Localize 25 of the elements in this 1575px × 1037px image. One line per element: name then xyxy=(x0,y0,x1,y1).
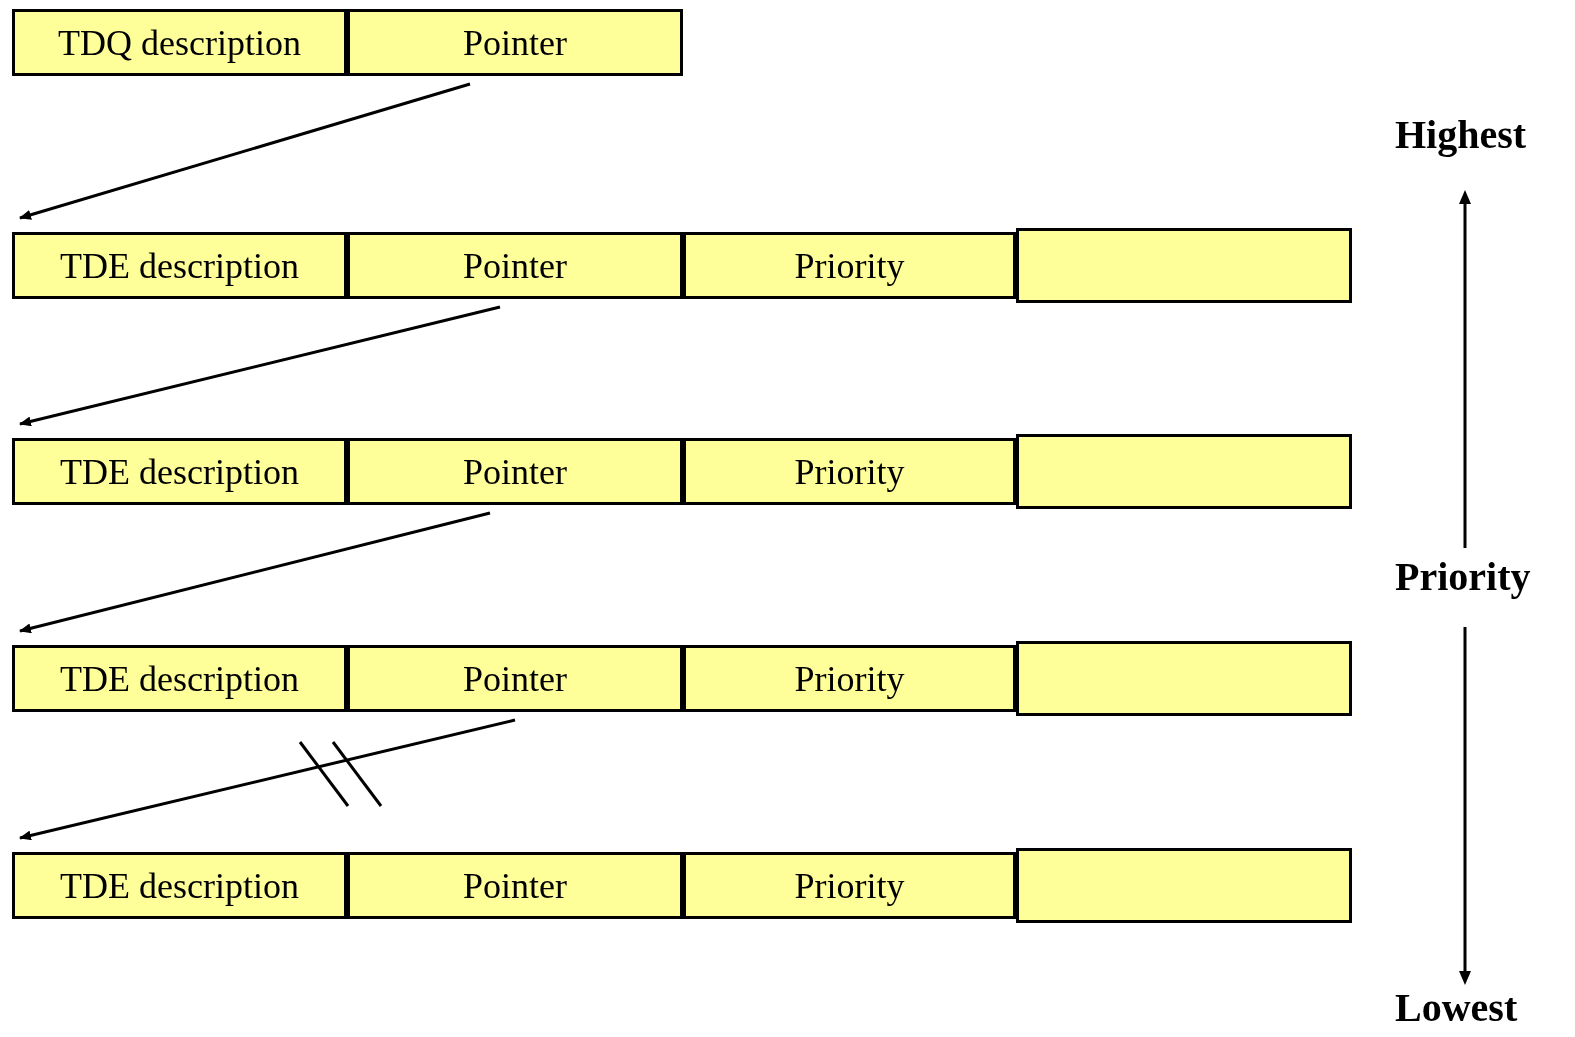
field-box: TDQ description xyxy=(12,9,347,76)
arrow xyxy=(19,511,491,634)
scale-label: Lowest xyxy=(1395,988,1518,1028)
field-box: Pointer xyxy=(347,9,683,76)
empty-field-box xyxy=(1016,848,1352,923)
empty-field-box xyxy=(1016,641,1352,716)
arrow xyxy=(19,82,471,220)
field-box: TDE description xyxy=(12,852,347,919)
field-box: Pointer xyxy=(347,645,683,712)
field-box: TDE description xyxy=(12,232,347,299)
arrow xyxy=(19,305,501,427)
scale-label: Highest xyxy=(1395,115,1527,155)
arrow xyxy=(19,718,516,841)
field-box: Pointer xyxy=(347,852,683,919)
field-box: Pointer xyxy=(347,232,683,299)
field-box: TDE description xyxy=(12,438,347,505)
field-box: Pointer xyxy=(347,438,683,505)
empty-field-box xyxy=(1016,434,1352,509)
field-box: Priority xyxy=(683,438,1016,505)
scale-label: Priority xyxy=(1395,557,1531,597)
field-box: Priority xyxy=(683,852,1016,919)
field-box: Priority xyxy=(683,645,1016,712)
field-box: TDE description xyxy=(12,645,347,712)
empty-field-box xyxy=(1016,228,1352,303)
field-box: Priority xyxy=(683,232,1016,299)
